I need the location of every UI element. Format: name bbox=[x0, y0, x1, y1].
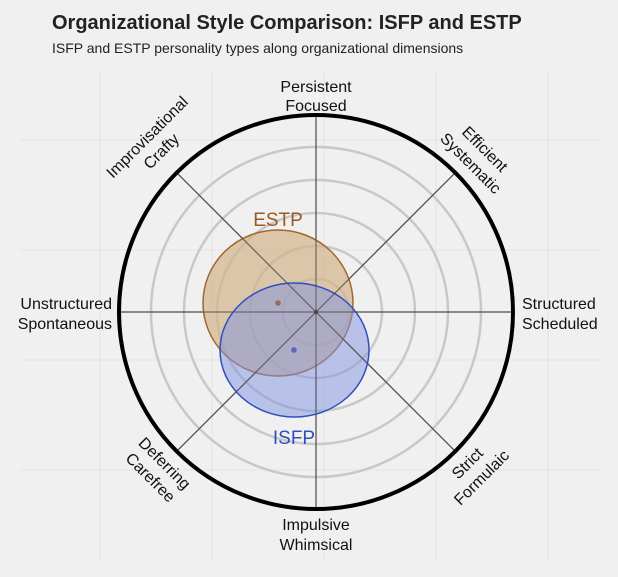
svg-text:Spontaneous: Spontaneous bbox=[18, 316, 112, 333]
chart-title: Organizational Style Comparison: ISFP an… bbox=[52, 12, 522, 34]
svg-text:Impulsive: Impulsive bbox=[282, 517, 350, 534]
svg-text:Unstructured: Unstructured bbox=[20, 296, 112, 313]
origin-point bbox=[314, 310, 318, 314]
estp-center-point bbox=[275, 300, 281, 306]
svg-text:Focused: Focused bbox=[285, 98, 346, 115]
axis-label-left: Unstructured Spontaneous bbox=[18, 296, 112, 333]
axis-label-top-left: Improvisational Crafty bbox=[104, 94, 192, 182]
svg-text:Whimsical: Whimsical bbox=[280, 537, 353, 554]
axis-label-top-right: Efficient Systematic bbox=[436, 124, 510, 198]
svg-text:Structured: Structured bbox=[522, 296, 596, 313]
isfp-center-point bbox=[291, 347, 297, 353]
outer-circle bbox=[117, 113, 515, 511]
axis-label-right: Structured Scheduled bbox=[522, 296, 598, 333]
estp-label: ESTP bbox=[253, 210, 303, 231]
chart-subtitle: ISFP and ESTP personality types along or… bbox=[52, 40, 464, 56]
axis-label-bottom: Impulsive Whimsical bbox=[280, 517, 353, 554]
svg-text:Scheduled: Scheduled bbox=[522, 316, 598, 333]
axis-label-top: Persistent Focused bbox=[280, 79, 352, 115]
svg-text:Persistent: Persistent bbox=[280, 79, 352, 96]
isfp-label: ISFP bbox=[273, 428, 315, 449]
